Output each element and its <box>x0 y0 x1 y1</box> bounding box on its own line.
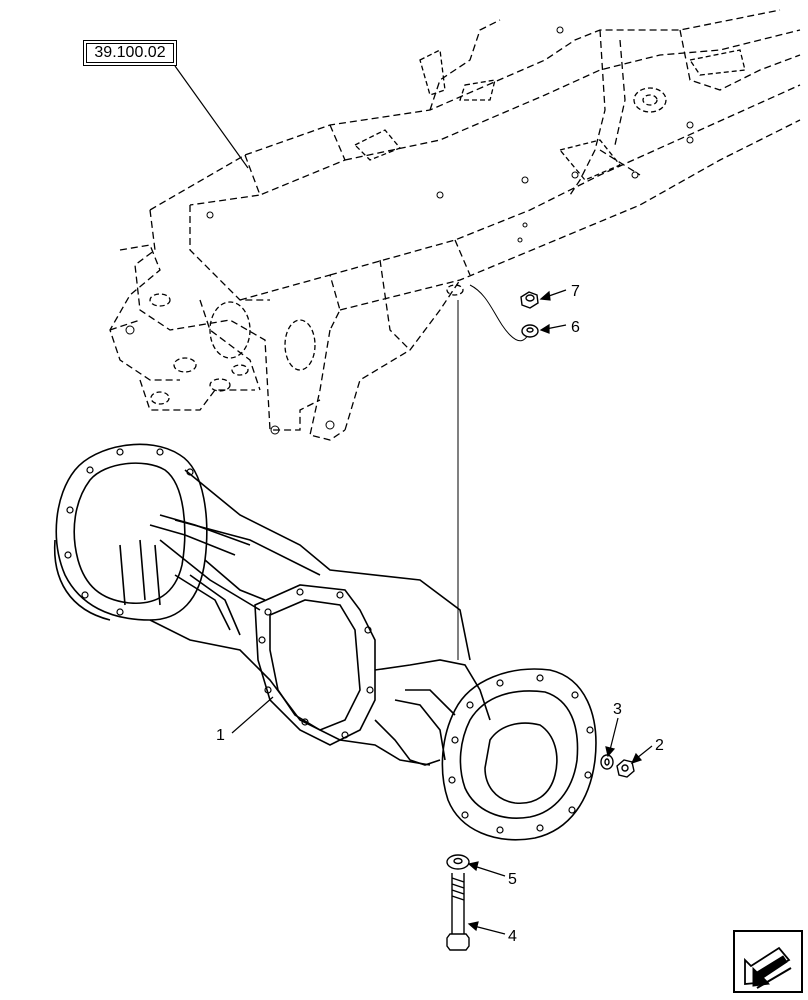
nut-part-7 <box>520 291 539 309</box>
chassis-frame <box>109 9 801 441</box>
reference-section-label: 39.100.02 <box>94 44 166 61</box>
next-page-button[interactable] <box>733 930 803 993</box>
callout-5: 5 <box>508 871 517 888</box>
axle-housing <box>53 443 597 841</box>
bolt-part-4 <box>446 873 470 951</box>
nut-leader-curve <box>469 284 529 342</box>
reference-section-box[interactable]: 39.100.02 <box>83 40 177 66</box>
callout-7: 7 <box>571 283 580 300</box>
callout-leaders <box>174 65 653 935</box>
callout-labels: 1 2 3 4 5 6 7 <box>216 283 664 945</box>
washer-part-6 <box>521 324 539 338</box>
nut-part-2 <box>616 759 635 778</box>
callout-1: 1 <box>216 727 225 744</box>
callout-3: 3 <box>613 701 622 718</box>
washer-part-3 <box>600 754 614 770</box>
washer-part-5 <box>446 854 470 870</box>
next-page-arrow-icon <box>744 946 792 989</box>
callout-6: 6 <box>571 319 580 336</box>
callout-2: 2 <box>655 737 664 754</box>
callout-4: 4 <box>508 928 517 945</box>
